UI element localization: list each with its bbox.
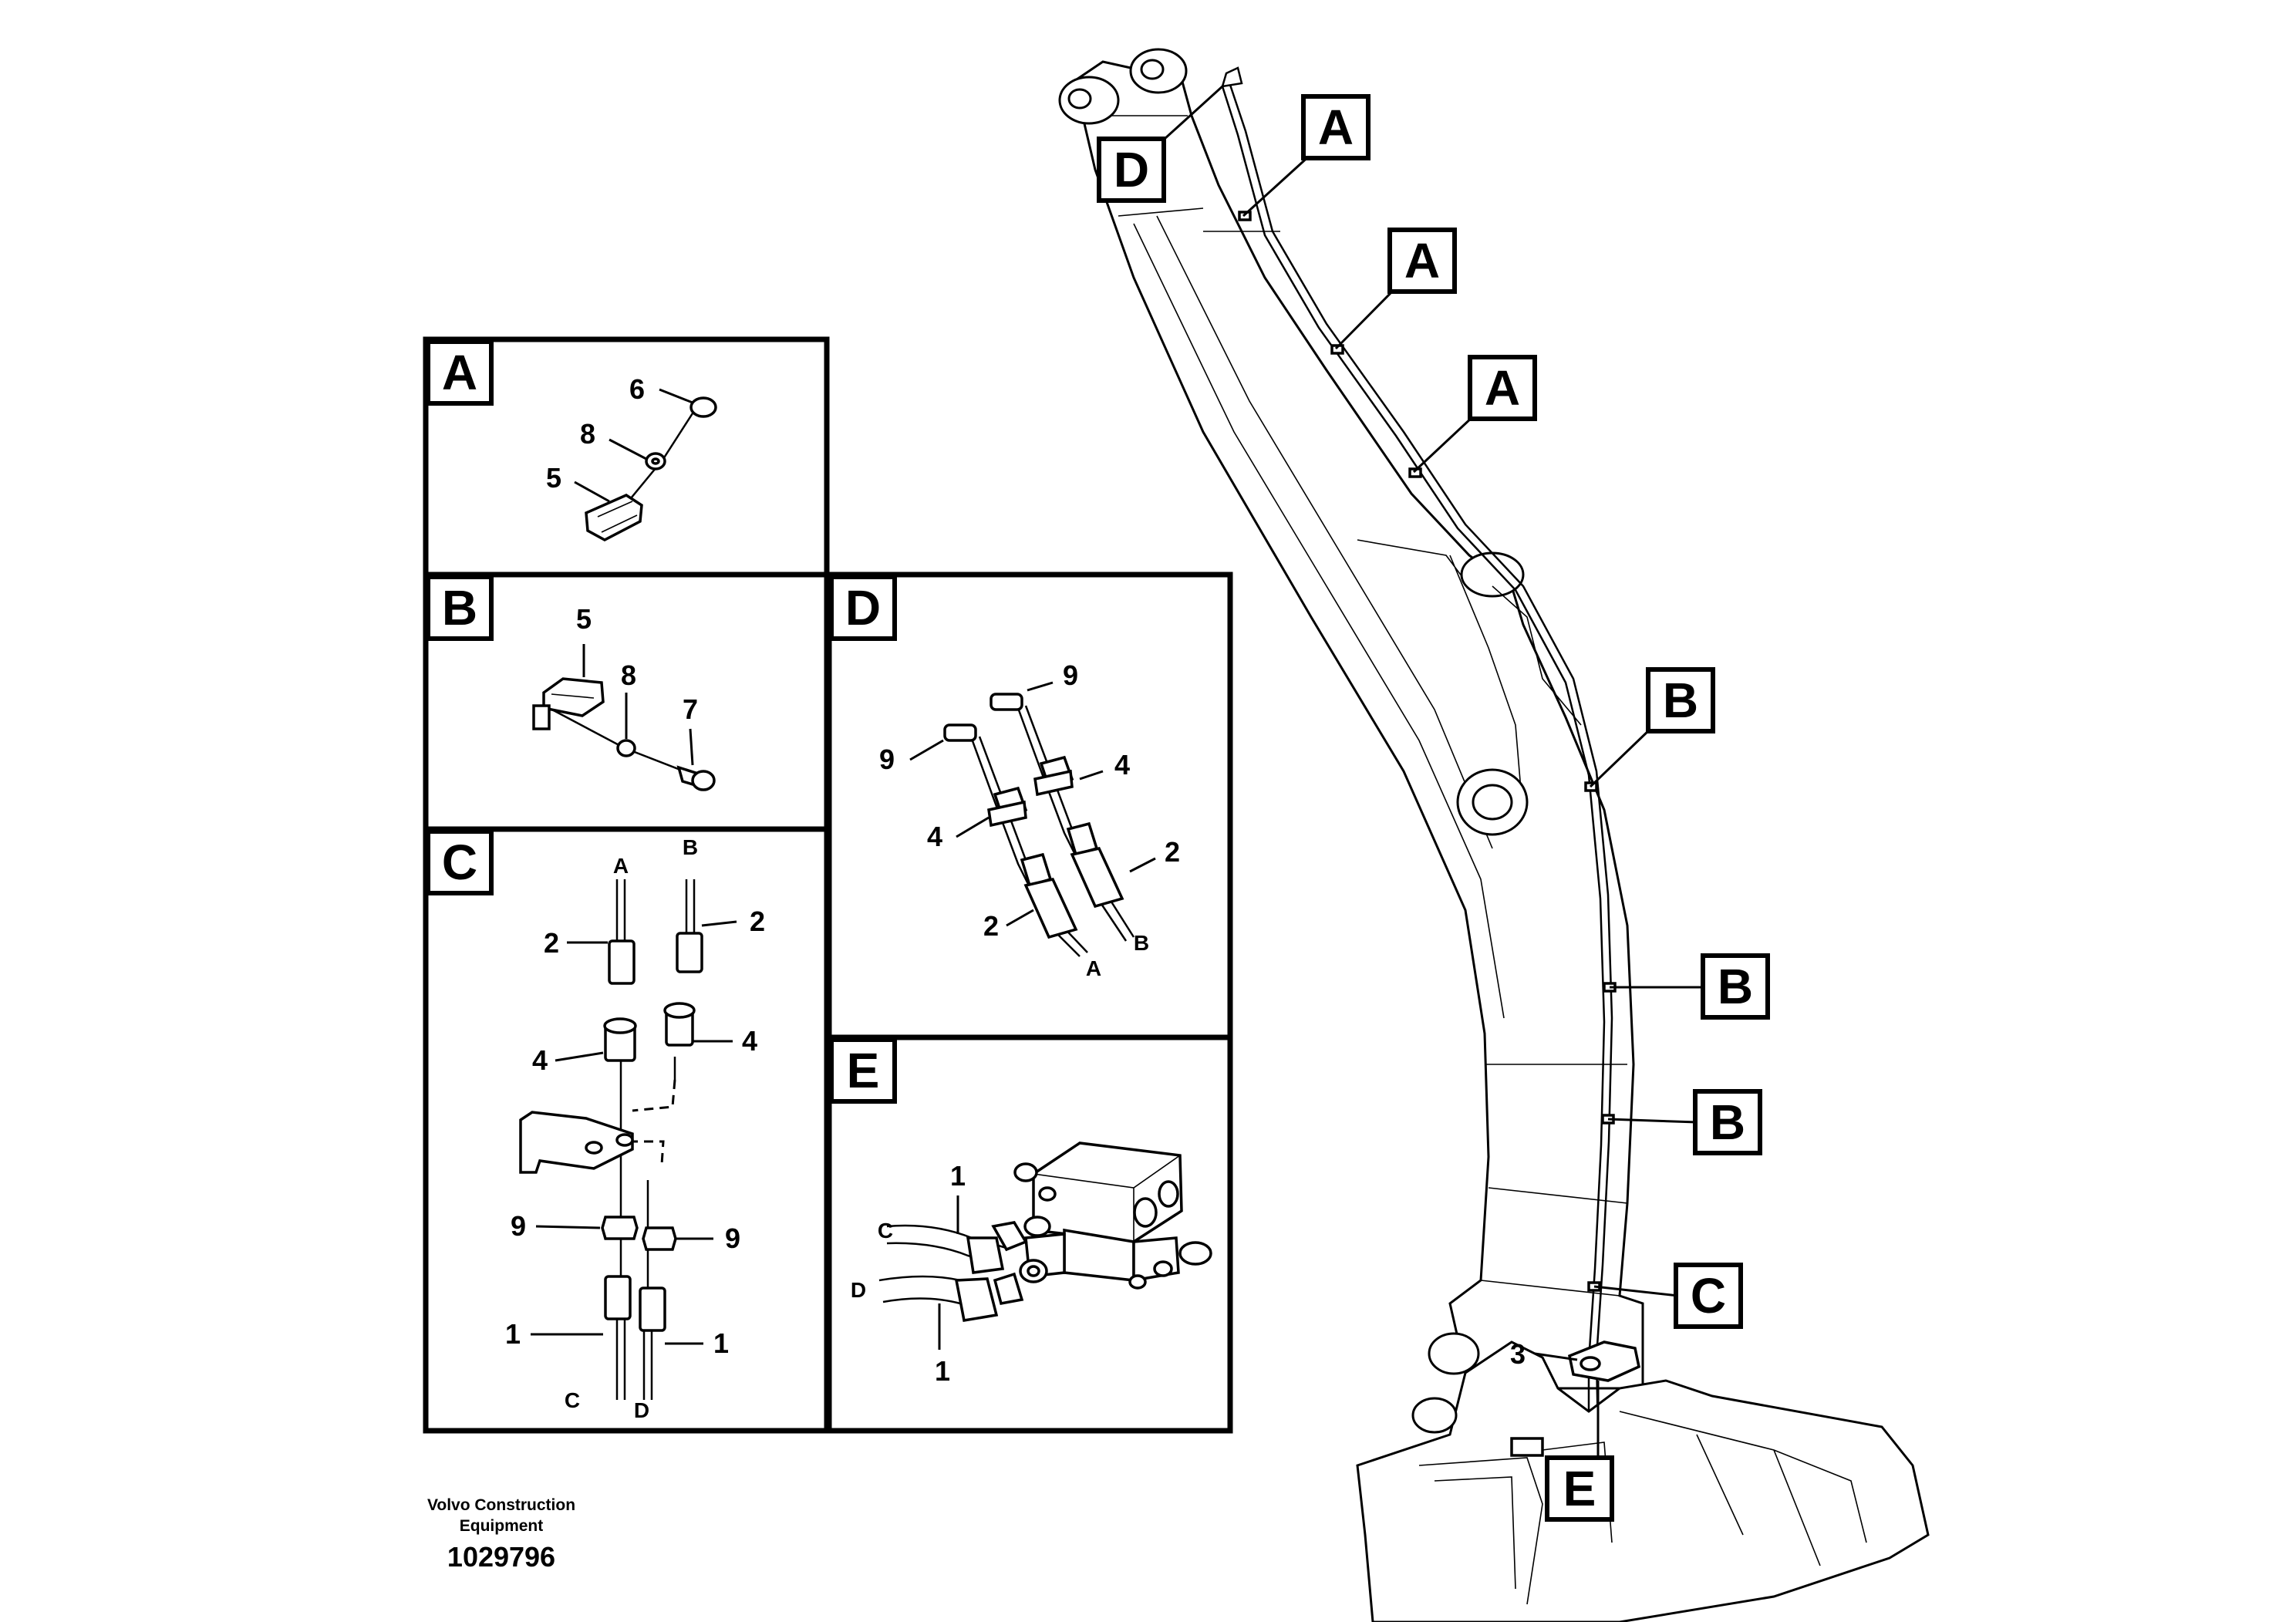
panel-D-label-2-right: 2 bbox=[1165, 836, 1180, 868]
panel-C-label-1-right: 1 bbox=[713, 1327, 729, 1359]
callout-B2: B bbox=[1610, 953, 1770, 1020]
callout-A1: A bbox=[1242, 94, 1371, 218]
callout-B1: B bbox=[1589, 667, 1715, 788]
panel-C-label-4-left: 4 bbox=[532, 1044, 548, 1076]
panel-A-label-5: 5 bbox=[546, 462, 561, 494]
panel-D: D 9 9 4 4 2 2 A B bbox=[829, 575, 1180, 980]
callout-E1: E bbox=[1545, 1381, 1614, 1522]
publisher-credit: Volvo Construction Equipment bbox=[401, 1495, 602, 1536]
publisher-name-line2: Equipment bbox=[459, 1517, 544, 1535]
callout-A2-label: A bbox=[1404, 233, 1440, 288]
panel-D-label-4-left: 4 bbox=[927, 821, 942, 852]
callout-B3-label: B bbox=[1710, 1094, 1745, 1150]
panel-C-label-1-left: 1 bbox=[505, 1318, 521, 1350]
panel-A-letter: A bbox=[442, 345, 477, 400]
panel-D-label-9-left: 9 bbox=[879, 744, 895, 775]
panel-C-end-B: B bbox=[683, 835, 698, 859]
panel-C-label-4-right: 4 bbox=[742, 1025, 757, 1057]
panel-A: A 6 8 5 bbox=[426, 339, 717, 541]
panel-C-label-2-left: 2 bbox=[544, 927, 559, 959]
callout-D1-label: D bbox=[1114, 142, 1149, 197]
panel-C-label-9-right: 9 bbox=[725, 1222, 740, 1254]
callout-C1: C bbox=[1593, 1263, 1743, 1329]
panel-D-end-A: A bbox=[1086, 956, 1101, 980]
boom-illustration bbox=[1058, 48, 1930, 1622]
panel-E: E 1 1 C D bbox=[829, 1037, 1212, 1387]
panel-C-label-9-left: 9 bbox=[511, 1210, 526, 1242]
panel-B-label-8: 8 bbox=[621, 659, 636, 691]
panel-C-frame bbox=[423, 826, 830, 1434]
callout-D1: D bbox=[1097, 85, 1224, 203]
panel-D-letter: D bbox=[845, 580, 881, 636]
panel-C-letter: C bbox=[442, 835, 477, 890]
callout-A3-label: A bbox=[1485, 360, 1520, 416]
panel-B-label-7: 7 bbox=[683, 693, 698, 725]
callout-C1-label: C bbox=[1691, 1268, 1726, 1324]
part-3-label: 3 bbox=[1510, 1338, 1526, 1370]
panel-A-label-6: 6 bbox=[629, 373, 645, 405]
panel-B-label-5: 5 bbox=[576, 603, 592, 635]
panel-C-end-D: D bbox=[634, 1398, 649, 1422]
panel-E-label-1-top: 1 bbox=[950, 1160, 966, 1192]
callout-A3: A bbox=[1412, 355, 1537, 474]
panel-D-label-4-right: 4 bbox=[1114, 749, 1130, 781]
panel-D-label-9-top: 9 bbox=[1063, 659, 1078, 691]
panel-E-end-D: D bbox=[851, 1278, 866, 1302]
drawing-number: 1029796 bbox=[447, 1541, 556, 1573]
panel-D-frame bbox=[826, 572, 1233, 1040]
publisher-name-line1: Volvo Construction bbox=[426, 1496, 576, 1514]
panel-C: C A B 2 2 4 4 bbox=[426, 829, 765, 1422]
panel-C-end-A: A bbox=[613, 854, 629, 878]
callout-B2-label: B bbox=[1718, 959, 1753, 1014]
panel-C-label-2-right: 2 bbox=[750, 905, 765, 937]
callout-A2: A bbox=[1334, 228, 1457, 350]
callout-A1-label: A bbox=[1318, 99, 1354, 155]
panel-D-label-2-left: 2 bbox=[983, 910, 999, 942]
panel-A-label-8: 8 bbox=[580, 418, 595, 450]
panel-B-letter: B bbox=[442, 580, 477, 636]
part-3-callout: 3 bbox=[1510, 1338, 1578, 1370]
panel-B: B 5 8 7 bbox=[426, 575, 716, 791]
callout-B3: B bbox=[1607, 1089, 1762, 1155]
callout-E1-label: E bbox=[1563, 1461, 1596, 1516]
panel-E-end-C: C bbox=[878, 1219, 893, 1243]
panel-C-end-C: C bbox=[565, 1388, 580, 1412]
panel-E-letter: E bbox=[847, 1043, 880, 1098]
panel-D-end-B: B bbox=[1134, 931, 1149, 955]
callout-B1-label: B bbox=[1663, 673, 1698, 728]
panel-E-label-1-bottom: 1 bbox=[935, 1355, 950, 1387]
